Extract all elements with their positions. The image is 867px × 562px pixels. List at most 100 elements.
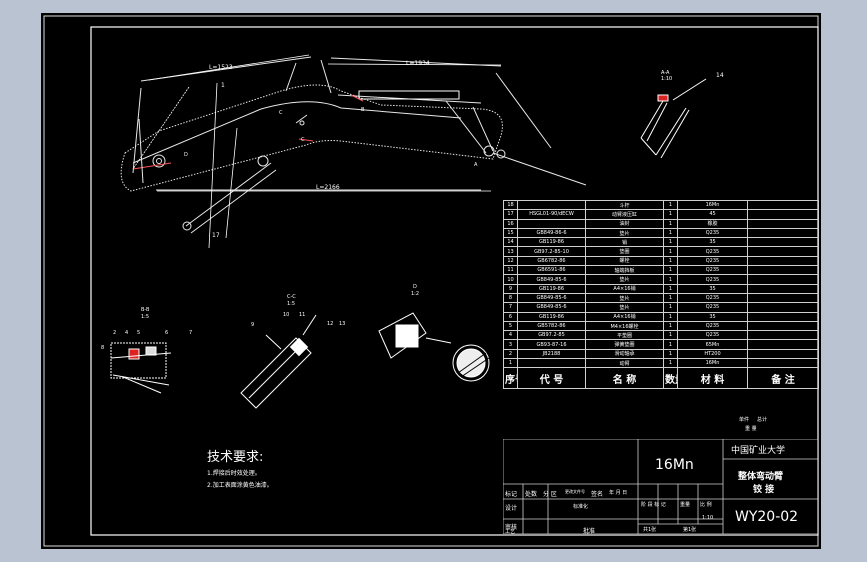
table-cell-name: 垫圈 bbox=[585, 246, 664, 257]
section-d-view bbox=[378, 312, 490, 382]
table-cell-code bbox=[517, 199, 586, 211]
table-header-mat: 材 料 bbox=[677, 367, 748, 390]
table-header-row: 序号代 号名 称数量材 料备 注 bbox=[503, 367, 819, 390]
table-cell-mat: Q235 bbox=[677, 255, 748, 267]
table-cell-no: 6 bbox=[503, 311, 518, 322]
view-callout-9: 9 bbox=[251, 322, 255, 328]
table-cell-qty: 1 bbox=[663, 358, 678, 369]
dim-l2: L=1934 bbox=[406, 60, 430, 67]
table-cell-note bbox=[747, 237, 819, 248]
view-callout-6: 6 bbox=[165, 330, 169, 336]
table-cell-name: 动臂 bbox=[585, 358, 664, 369]
table-cell-no: 17 bbox=[503, 209, 518, 220]
table-cell-qty: 1 bbox=[663, 320, 678, 332]
table-cell-no: 9 bbox=[503, 283, 518, 294]
table-cell-note bbox=[747, 274, 819, 285]
view-callout-5: 5 bbox=[137, 330, 141, 336]
table-cell-mat: 35 bbox=[677, 311, 748, 322]
drawing-sheet: L=1523 L=1934 L=2166 1 14 17 D A B C C A… bbox=[41, 13, 821, 549]
table-cell-qty: 1 bbox=[663, 199, 678, 211]
school-name: 中国矿业大学 bbox=[731, 446, 786, 456]
table-cell-note bbox=[747, 227, 819, 239]
table-cell-code bbox=[517, 358, 586, 369]
table-cell-note bbox=[747, 320, 819, 332]
table-cell-qty: 1 bbox=[663, 311, 678, 322]
callout-d: D bbox=[184, 152, 188, 158]
view-callout-8: 8 bbox=[101, 345, 105, 351]
tb-stage: 阶 段 标 记 bbox=[641, 502, 666, 508]
table-cell-name: 垫片 bbox=[585, 292, 664, 304]
table-cell-name: 油封 bbox=[585, 218, 664, 229]
tb-scale-value: 1:10 bbox=[702, 515, 714, 521]
table-cell-mat: 65Mn bbox=[677, 339, 748, 350]
tb-weight: 重量 bbox=[680, 502, 691, 508]
view-aa-scale: 1:10 bbox=[661, 76, 673, 82]
table-cell-qty: 1 bbox=[663, 302, 678, 313]
section-cc-view bbox=[240, 314, 317, 409]
title-block-grid bbox=[503, 439, 818, 534]
table-cell-note bbox=[747, 330, 819, 341]
view-cc-scale: 1:5 bbox=[287, 301, 296, 307]
dim-l1: L=1523 bbox=[209, 64, 233, 71]
tb-sheet-no: 第1张 bbox=[683, 527, 697, 533]
table-cell-name: 销 bbox=[585, 237, 664, 248]
table-header-qty: 数量 bbox=[663, 367, 678, 390]
table-cell-qty: 1 bbox=[663, 330, 678, 341]
table-cell-qty: 1 bbox=[663, 246, 678, 257]
table-cell-qty: 1 bbox=[663, 209, 678, 220]
table-cell-note bbox=[747, 348, 819, 360]
weight-total-label: 总计 bbox=[757, 417, 768, 423]
view-bb-scale: 1:5 bbox=[141, 314, 150, 320]
tb-review: 审核 bbox=[505, 524, 518, 531]
table-cell-mat: Q235 bbox=[677, 246, 748, 257]
dim-l3: L=2166 bbox=[316, 184, 340, 191]
view-callout-12: 12 bbox=[327, 321, 334, 327]
table-cell-qty: 1 bbox=[663, 227, 678, 239]
table-cell-code: GB119-86 bbox=[517, 283, 586, 294]
view-callout-13: 13 bbox=[339, 321, 346, 327]
table-cell-name: A4×16销 bbox=[585, 283, 664, 294]
weight-label: 重 量 bbox=[745, 426, 757, 432]
tb-change-doc: 更改文件号 bbox=[565, 489, 585, 494]
view-d-scale: 1:2 bbox=[411, 291, 420, 297]
table-cell-name: 弹簧垫圈 bbox=[585, 339, 664, 350]
table-cell-note bbox=[747, 292, 819, 304]
drawing-name-2: 铰 接 bbox=[753, 485, 775, 495]
tech-req-line-1: 1.焊接后时效处理。 bbox=[207, 470, 261, 477]
table-cell-no: 13 bbox=[503, 246, 518, 257]
table-cell-mat: Q235 bbox=[677, 227, 748, 239]
table-cell-name: 斗杆 bbox=[585, 199, 664, 211]
table-cell-mat: Q235 bbox=[677, 274, 748, 285]
table-cell-mat: Q235 bbox=[677, 292, 748, 304]
table-cell-name: 垫片 bbox=[585, 274, 664, 285]
view-d-title: D bbox=[413, 284, 417, 290]
weight-single-label: 单件 bbox=[739, 417, 750, 423]
table-cell-qty: 1 bbox=[663, 265, 678, 276]
tb-approve: 批准 bbox=[583, 528, 596, 535]
table-cell-qty: 1 bbox=[663, 348, 678, 360]
tb-design: 设计 bbox=[505, 505, 518, 512]
table-cell-no: 16 bbox=[503, 218, 518, 229]
dimension-lines bbox=[132, 54, 502, 249]
table-cell-no: 15 bbox=[503, 227, 518, 239]
table-cell-qty: 1 bbox=[663, 292, 678, 304]
table-cell-code: GB97.2-85 bbox=[517, 330, 586, 341]
tb-scale: 比 例 bbox=[700, 502, 712, 508]
table-cell-code: GB93-87-16 bbox=[517, 339, 586, 350]
drawing-name-1: 整体弯动臂 bbox=[738, 472, 784, 482]
table-cell-note bbox=[747, 218, 819, 229]
table-cell-mat: 16Mn bbox=[677, 358, 748, 369]
table-cell-mat: 16Mn bbox=[677, 199, 748, 211]
table-cell-code: GB849-86-6 bbox=[517, 227, 586, 239]
table-cell-name: 动臂液压缸 bbox=[585, 209, 664, 220]
